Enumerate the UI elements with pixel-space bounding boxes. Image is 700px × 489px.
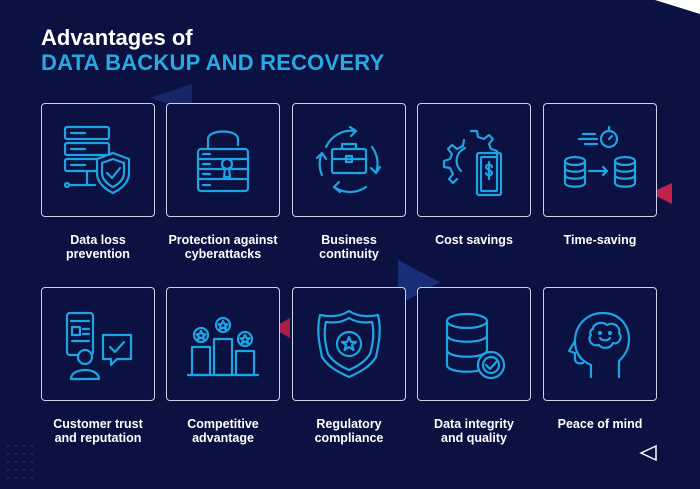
item-label: Cost savings	[404, 233, 544, 247]
server-shield-icon	[63, 125, 131, 195]
label-line-2: and reputation	[54, 431, 142, 445]
title-line-2: DATA BACKUP AND RECOVERY	[41, 50, 385, 75]
gear-money-icon	[442, 129, 503, 197]
card-data-integrity	[417, 287, 531, 401]
card-business-continuity	[292, 103, 406, 217]
padlock-server-icon	[196, 130, 250, 193]
item-label: Data integrity and quality	[404, 417, 544, 445]
label-line-1: Data loss	[70, 233, 126, 247]
item-label: Customer trust and reputation	[28, 417, 168, 445]
label-line-1: Cost savings	[435, 233, 513, 247]
title-line-1: Advantages of	[41, 25, 193, 50]
label-line-1: Peace of mind	[557, 417, 643, 431]
card-customer-trust	[41, 287, 155, 401]
label-line-1: Business	[321, 233, 377, 247]
user-phone-check-icon	[65, 311, 133, 381]
database-check-icon	[445, 312, 506, 380]
card-protection-against-cyberattacks	[166, 103, 280, 217]
smiling-brain-head-icon	[567, 311, 631, 379]
item-label: Competitive advantage	[153, 417, 293, 445]
item-label: Business continuity	[279, 233, 419, 261]
label-line-2: compliance	[314, 431, 384, 445]
item-label: Data loss prevention	[28, 233, 168, 261]
label-line-1: Time-saving	[563, 233, 637, 247]
card-competitive-advantage	[166, 287, 280, 401]
page-title: Advantages of DATA BACKUP AND RECOVERY	[41, 26, 384, 76]
stopwatch-database-transfer-icon	[563, 125, 637, 188]
label-line-1: Data integrity	[434, 417, 514, 431]
card-time-saving	[543, 103, 657, 217]
label-line-2: cyberattacks	[184, 247, 262, 261]
card-data-loss-prevention	[41, 103, 155, 217]
card-cost-savings	[417, 103, 531, 217]
label-line-2: continuity	[319, 247, 379, 261]
item-label: Regulatory compliance	[279, 417, 419, 445]
briefcase-cycle-icon	[315, 125, 382, 194]
label-line-1: Customer trust	[53, 417, 143, 431]
label-line-2: and quality	[441, 431, 507, 445]
item-label: Protection against cyberattacks	[153, 233, 293, 261]
badge-star-icon	[317, 309, 381, 379]
card-regulatory-compliance	[292, 287, 406, 401]
label-line-1: Regulatory	[316, 417, 382, 431]
card-peace-of-mind	[543, 287, 657, 401]
label-line-2: advantage	[192, 431, 254, 445]
label-line-1: Protection against	[168, 233, 278, 247]
label-line-1: Competitive	[187, 417, 259, 431]
item-label: Peace of mind	[530, 417, 670, 431]
item-label: Time-saving	[530, 233, 670, 247]
podium-stars-icon	[186, 316, 260, 377]
label-line-2: prevention	[66, 247, 130, 261]
